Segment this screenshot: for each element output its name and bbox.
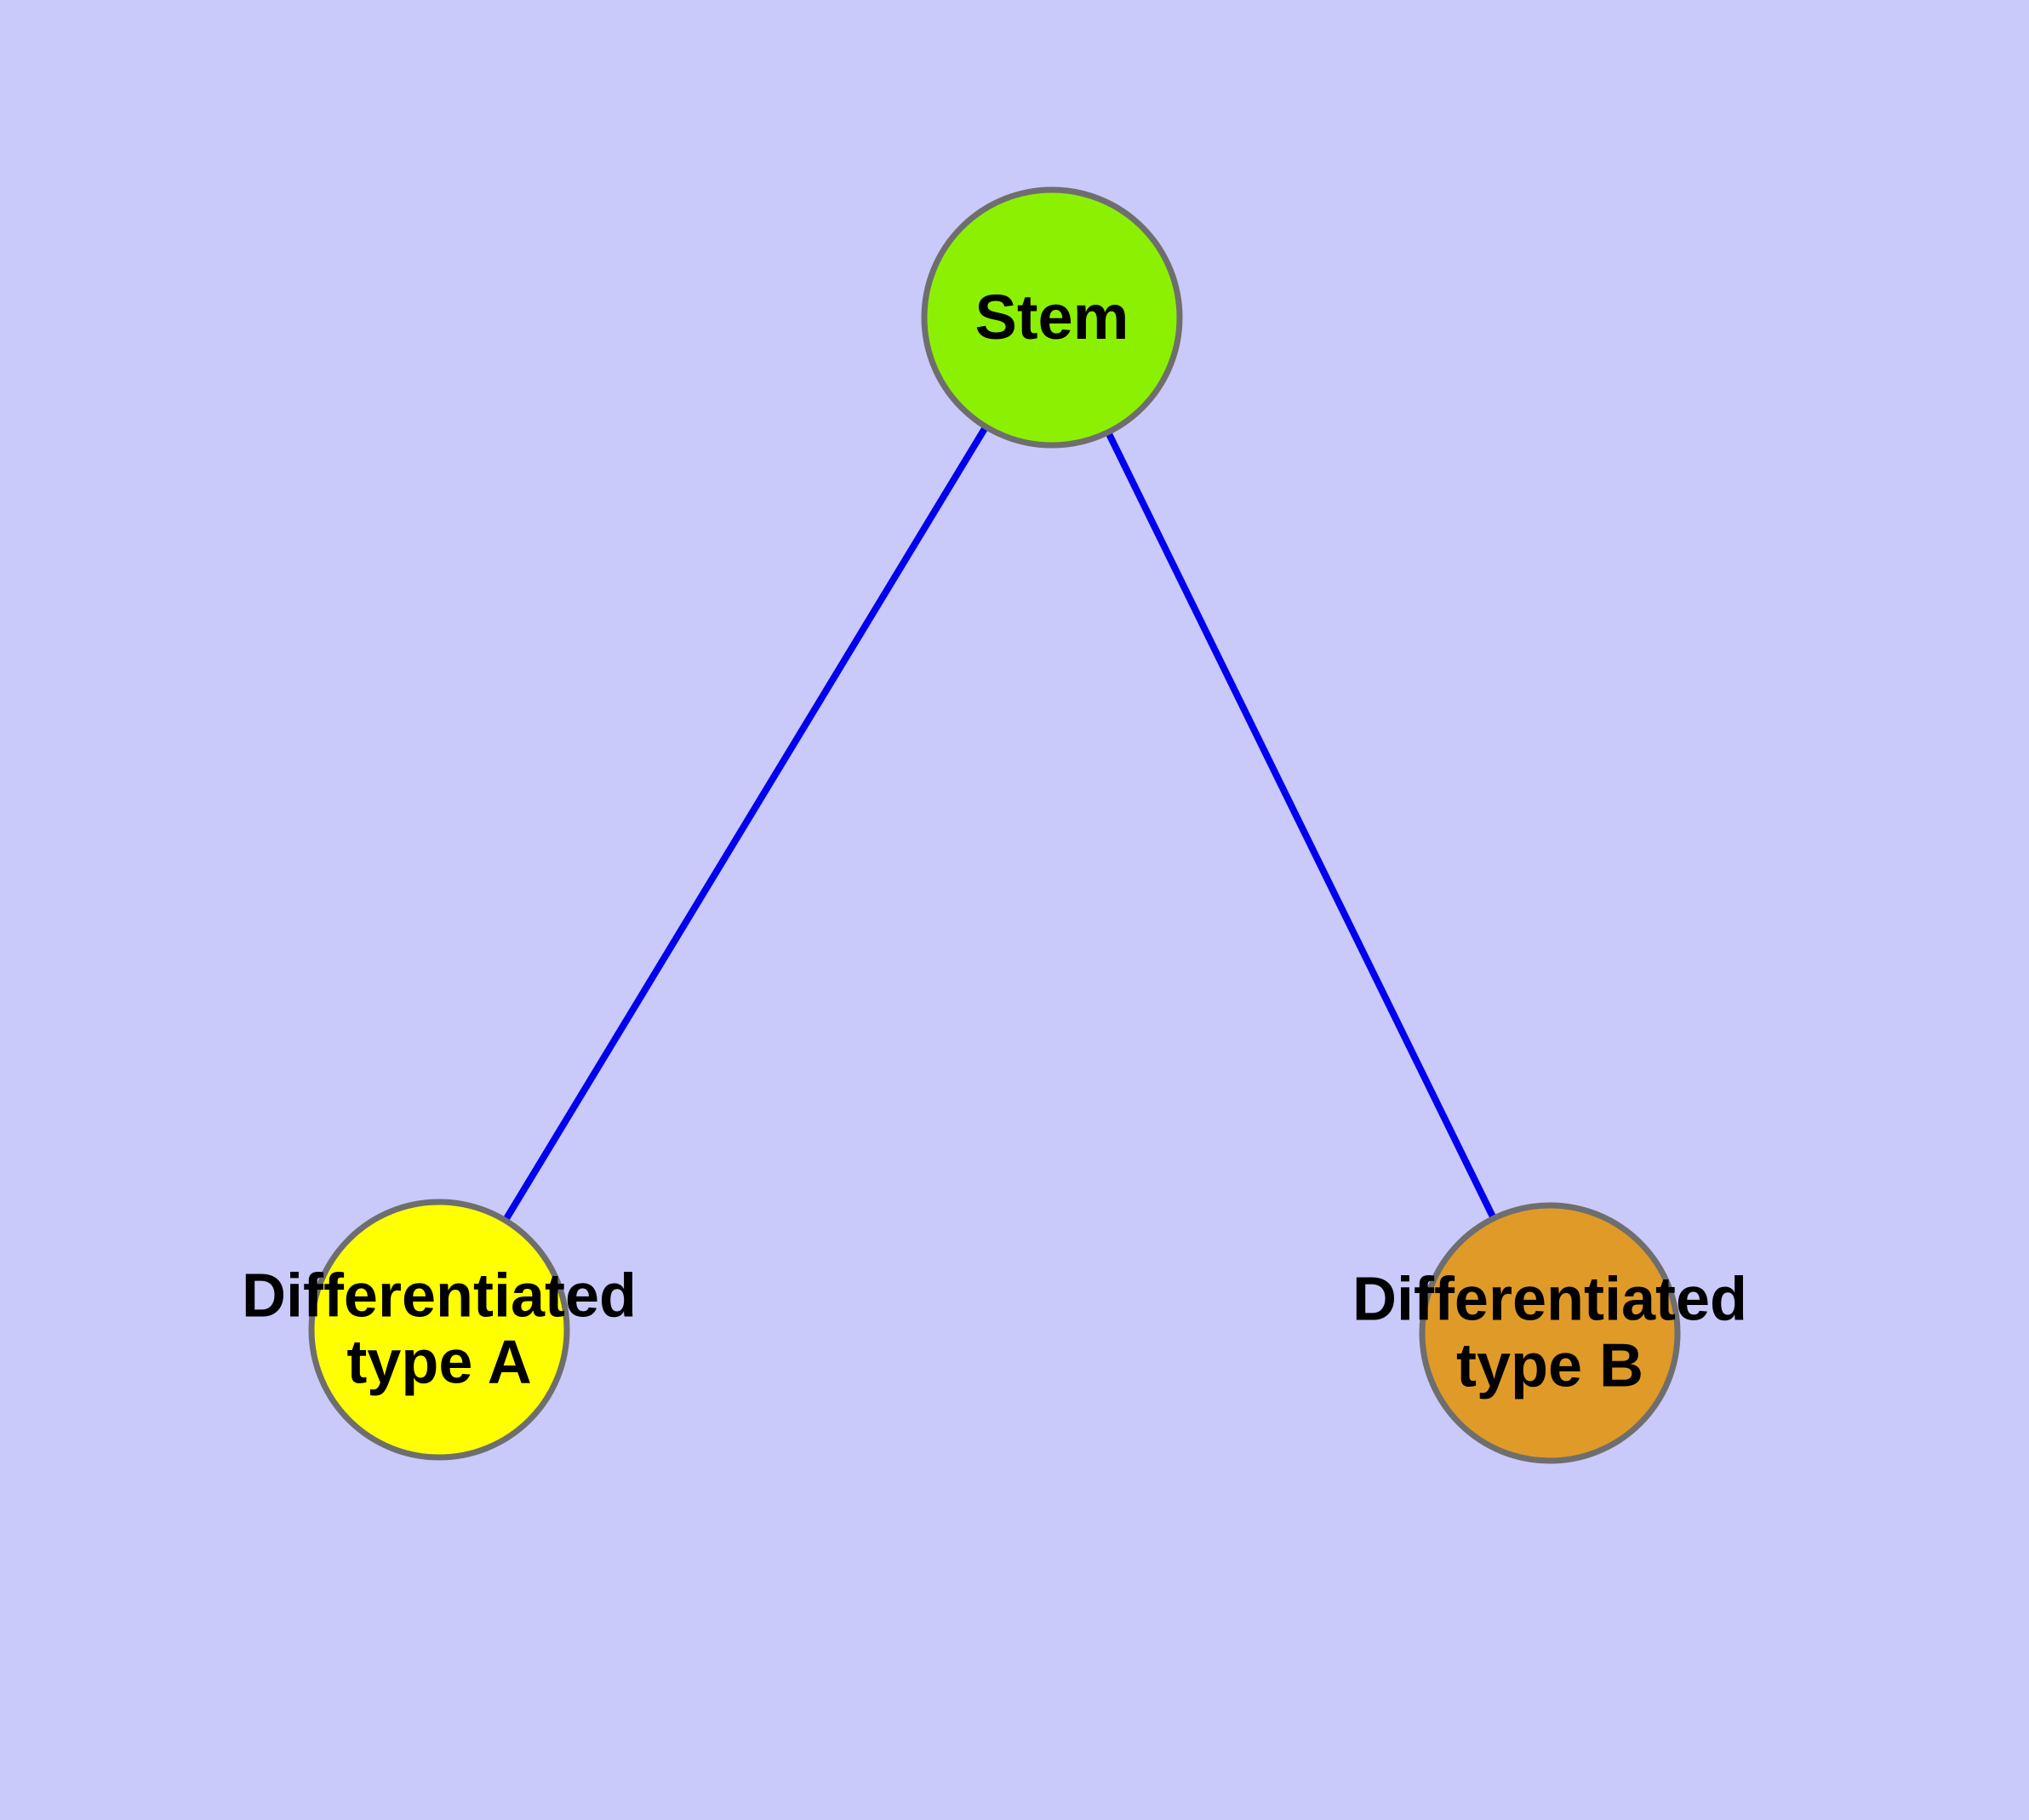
node-circle-diff-b[interactable]: [1419, 1202, 1681, 1464]
node-circle-stem[interactable]: [921, 186, 1183, 449]
nodes-layer: [308, 186, 1681, 1464]
edge-stem-diff-a: [502, 425, 989, 1222]
edge-stem-diff-b: [1105, 430, 1497, 1221]
node-circle-diff-a[interactable]: [308, 1199, 570, 1461]
edges-layer: [502, 425, 1497, 1222]
